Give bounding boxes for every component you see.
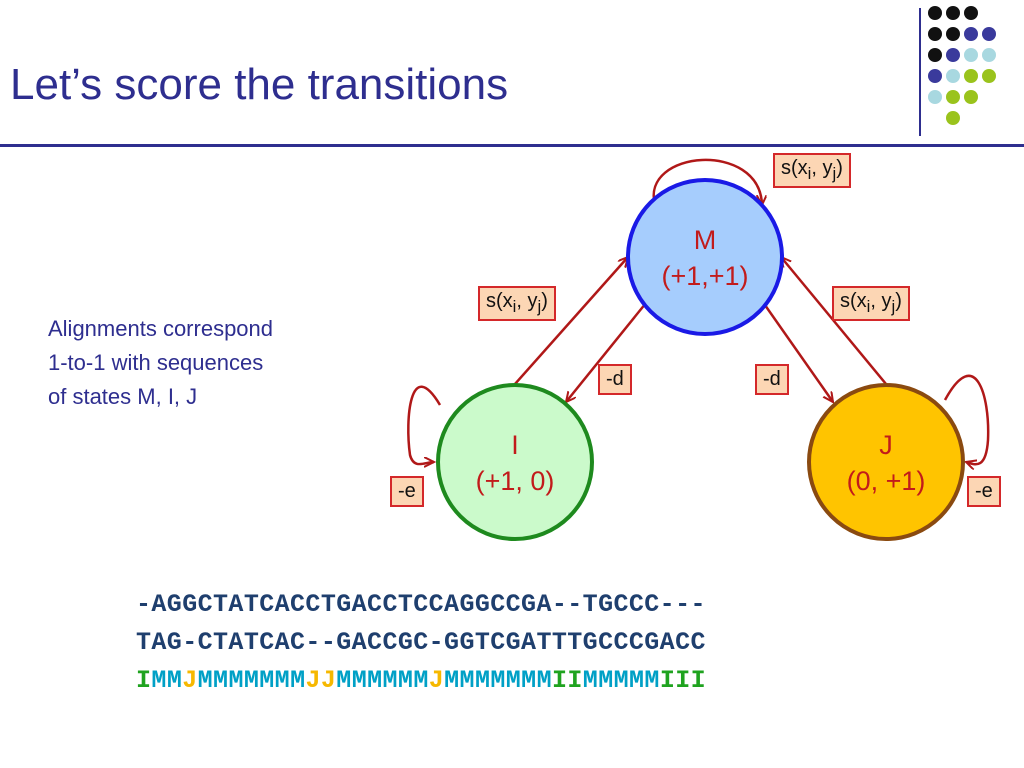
- state-letter: M: [582, 666, 599, 695]
- j-self-extend-label: -e: [967, 476, 1001, 507]
- state-letter: M: [290, 666, 306, 695]
- state-letter: M: [521, 666, 537, 695]
- state-letter: I: [567, 666, 583, 695]
- note-line-3: of states M, I, J: [48, 384, 198, 409]
- state-m-name: M: [693, 225, 717, 255]
- i-self-loop-arrow: [407, 385, 442, 464]
- state-j-text: J (0, +1): [821, 427, 951, 499]
- decor-dot: [964, 6, 978, 20]
- state-letter: J: [182, 666, 198, 695]
- note-line-2: 1-to-1 with sequences: [48, 350, 264, 375]
- decor-dot: [964, 90, 978, 104]
- decor-dot: [946, 27, 960, 41]
- state-m-circle: [626, 178, 784, 336]
- state-letter: M: [166, 666, 183, 695]
- note-line-1: Alignments correspond: [48, 316, 274, 341]
- state-letter: M: [151, 666, 167, 695]
- j-self-loop-arrow: [943, 374, 990, 464]
- decor-dot: [946, 6, 960, 20]
- state-m-offset: (+1,+1): [661, 261, 749, 291]
- state-sequence: IMMJMMMMMMMJJMMMMMMJMMMMMMMIIMMMMMIII: [136, 666, 706, 695]
- state-letter: M: [598, 666, 614, 695]
- state-j-name: J: [879, 430, 893, 460]
- title-underline: [0, 144, 1024, 147]
- m-self-score-label: s(xi, yj): [773, 153, 851, 188]
- decor-dot: [946, 90, 960, 104]
- decor-dot: [946, 48, 960, 62]
- decor-dot: [946, 111, 960, 125]
- m-to-j-gap-label: -d: [755, 364, 789, 395]
- state-letter: M: [397, 666, 414, 695]
- alignment-row-1: -AGGCTATCACCTGACCTCCAGGCCGA--TGCCC---: [136, 590, 706, 619]
- state-j-offset: (0, +1): [846, 466, 926, 496]
- m-self-loop-arrow: [652, 158, 762, 205]
- state-letter: I: [659, 666, 676, 695]
- decor-dot: [982, 48, 996, 62]
- state-i-text: I (+1, 0): [450, 427, 580, 499]
- state-letter: I: [675, 666, 691, 695]
- state-letter: M: [228, 666, 244, 695]
- i-to-m-arrow: [514, 257, 628, 385]
- explanatory-note: Alignments correspond 1-to-1 with sequen…: [48, 312, 273, 414]
- state-letter: M: [259, 666, 275, 695]
- decor-dot: [928, 48, 942, 62]
- state-letter: M: [274, 666, 291, 695]
- decor-dot: [928, 27, 942, 41]
- state-letter: M: [474, 666, 491, 695]
- state-letter: M: [505, 666, 522, 695]
- m-to-j-arrow: [758, 297, 833, 402]
- state-letter: M: [413, 666, 429, 695]
- state-j-circle: [807, 383, 965, 541]
- state-letter: I: [690, 666, 707, 695]
- state-letter: J: [428, 666, 445, 695]
- decor-dot: [946, 69, 960, 83]
- state-letter: M: [613, 666, 629, 695]
- m-to-i-gap-label: -d: [598, 364, 632, 395]
- i-self-extend-label: -e: [390, 476, 424, 507]
- state-m-text: M (+1,+1): [640, 222, 770, 294]
- state-letter: M: [197, 666, 214, 695]
- state-letter: M: [351, 666, 368, 695]
- alignment-row-2: TAG-CTATCAC--GACCGC-GGTCGATTTGCCCGACC: [136, 628, 706, 657]
- decor-dot: [964, 69, 978, 83]
- decor-vertical-line: [919, 8, 921, 136]
- state-i-circle: [436, 383, 594, 541]
- state-letter: M: [336, 666, 352, 695]
- state-letter: M: [536, 666, 552, 695]
- state-i-name: I: [511, 430, 519, 460]
- j-to-m-score-label: s(xi, yj): [832, 286, 910, 321]
- state-letter: M: [459, 666, 475, 695]
- state-letter: M: [243, 666, 260, 695]
- m-to-i-arrow: [566, 297, 651, 402]
- decor-dot: [964, 27, 978, 41]
- state-letter: M: [444, 666, 460, 695]
- state-letter: M: [644, 666, 660, 695]
- slide-title: Let’s score the transitions: [10, 60, 509, 109]
- state-i-offset: (+1, 0): [475, 466, 555, 496]
- decor-dot: [982, 27, 996, 41]
- state-letter: M: [382, 666, 398, 695]
- state-letter: J: [305, 666, 321, 695]
- state-letter: M: [213, 666, 229, 695]
- state-letter: I: [551, 666, 568, 695]
- decor-dot: [964, 48, 978, 62]
- state-letter: I: [136, 666, 152, 695]
- i-to-m-score-label: s(xi, yj): [478, 286, 556, 321]
- decor-dot: [982, 69, 996, 83]
- decor-dot: [928, 6, 942, 20]
- state-letter: M: [490, 666, 506, 695]
- decor-dot: [928, 90, 942, 104]
- state-letter: M: [367, 666, 383, 695]
- state-letter: M: [629, 666, 645, 695]
- state-letter: J: [320, 666, 337, 695]
- decor-dot: [928, 69, 942, 83]
